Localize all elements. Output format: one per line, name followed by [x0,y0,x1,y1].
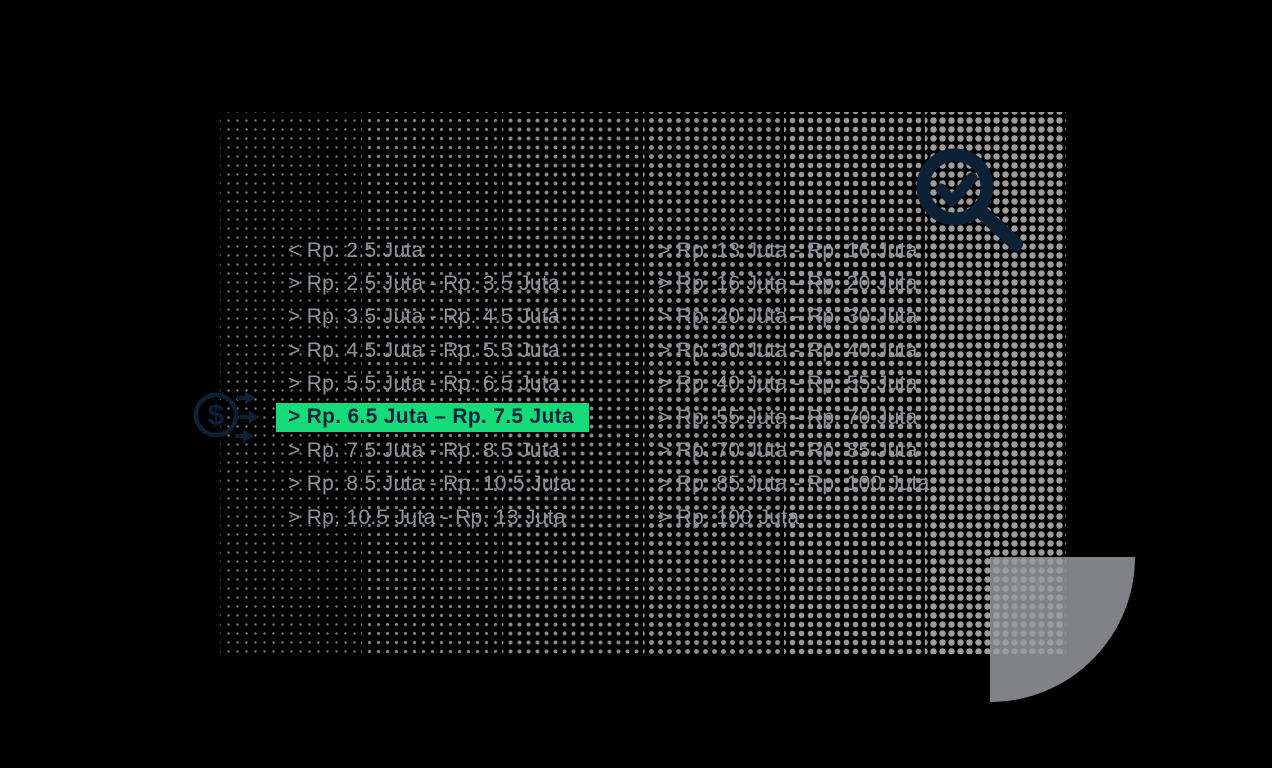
salary-range-label: > Rp. 4.5 Juta - Rp. 5.5 Juta [288,338,560,362]
salary-range-label: > Rp. 7.5 Juta - Rp. 8.5 Juta [288,439,560,463]
salary-range-option[interactable]: > Rp. 100 Juta [658,501,930,534]
salary-range-option[interactable]: > Rp. 40 Juta - Rp. 55 Juta [658,368,930,401]
checkmark-icon [935,172,978,207]
salary-range-label: > Rp. 2.5 Juta - Rp. 3.5 Juta [288,272,560,296]
salary-range-option[interactable]: > Rp. 13 Juta - Rp. 16 Juta [658,234,930,267]
salary-range-label: > Rp. 20 Juta - Rp. 30 Juta [658,305,918,329]
dot-strip [643,112,784,654]
salary-range-label: > Rp. 85 Juta - Rp. 100 Juta [658,472,930,496]
salary-range-label: > Rp. 70 Juta - Rp. 85 Juta [658,439,918,463]
salary-range-option[interactable]: > Rp. 16 Juta - Rp. 20 Juta [658,267,930,300]
dollar-glyph: $ [208,399,225,432]
salary-range-option[interactable]: > Rp. 85 Juta - Rp. 100 Juta [658,468,930,501]
salary-range-option[interactable]: > Rp. 4.5 Juta - Rp. 5.5 Juta [288,334,589,367]
dot-pattern [220,112,1066,654]
salary-range-option[interactable]: > Rp. 70 Juta - Rp. 85 Juta [658,434,930,467]
dot-strip [502,112,643,654]
salary-range-option[interactable]: > Rp. 30 Juta - Rp. 40 Juta [658,334,930,367]
salary-range-label: > Rp. 16 Juta - Rp. 20 Juta [658,272,918,296]
salary-range-option[interactable]: > Rp. 3.5 Juta - Rp. 4.5 Juta [288,301,589,334]
money-flow-icon: $ [193,391,260,443]
salary-range-option[interactable]: > Rp. 10.5 Juta - Rp. 13 Juta [288,501,589,534]
salary-range-option[interactable]: > Rp. 7.5 Juta - Rp. 8.5 Juta [288,434,589,467]
salary-range-label: > Rp. 40 Juta - Rp. 55 Juta [658,372,918,396]
salary-range-label: > Rp. 30 Juta - Rp. 40 Juta [658,338,918,362]
salary-range-option[interactable]: > Rp. 55 Juta - Rp. 70 Juta [658,401,930,434]
salary-range-option[interactable]: > Rp. 2.5 Juta - Rp. 3.5 Juta [288,267,589,300]
dot-strip [220,112,361,654]
dot-strip [784,112,925,654]
salary-range-list-right: > Rp. 13 Juta - Rp. 16 Juta > Rp. 16 Jut… [658,234,930,535]
salary-range-option[interactable]: > Rp. 20 Juta - Rp. 30 Juta [658,301,930,334]
salary-range-label: > Rp. 13 Juta - Rp. 16 Juta [658,238,918,262]
salary-range-option[interactable]: > Rp. 5.5 Juta - Rp. 6.5 Juta [288,368,589,401]
salary-range-list-left: < Rp. 2.5 Juta > Rp. 2.5 Juta - Rp. 3.5 … [276,234,589,535]
salary-range-label: > Rp. 5.5 Juta - Rp. 6.5 Juta [288,372,560,396]
search-check-icon [916,148,1023,251]
salary-range-label: > Rp. 10.5 Juta - Rp. 13 Juta [288,505,566,529]
salary-range-label: > Rp. 3.5 Juta - Rp. 4.5 Juta [288,305,560,329]
salary-range-label: > Rp. 55 Juta - Rp. 70 Juta [658,405,918,429]
dot-strip [361,112,502,654]
salary-range-label: > Rp. 100 Juta [658,505,800,529]
salary-range-option[interactable]: < Rp. 2.5 Juta [288,234,589,267]
salary-range-label: > Rp. 6.5 Juta – Rp. 7.5 Juta [276,403,589,433]
salary-range-option[interactable]: > Rp. 8.5 Juta - Rp. 10.5 Juta [288,468,589,501]
salary-range-label: < Rp. 2.5 Juta [288,238,424,262]
salary-range-option-selected[interactable]: > Rp. 6.5 Juta – Rp. 7.5 Juta [276,401,589,434]
salary-range-label: > Rp. 8.5 Juta - Rp. 10.5 Juta [288,472,572,496]
